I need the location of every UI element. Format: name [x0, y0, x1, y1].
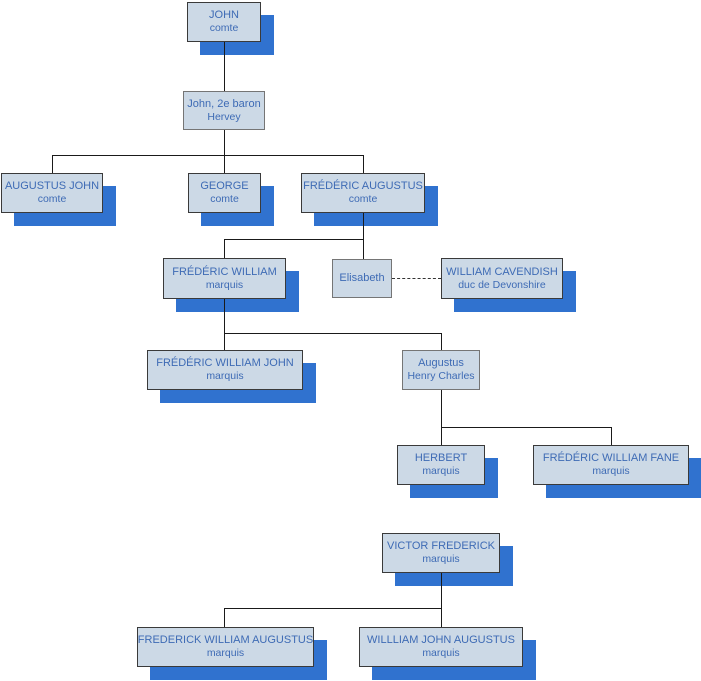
tree-connector-line [441, 333, 442, 350]
person-title: comte [209, 22, 239, 34]
person-name: GEORGE [200, 180, 249, 192]
person-name: FRÉDÉRIC WILLIAM [172, 265, 277, 278]
person-title: marquis [206, 647, 245, 659]
person-name: Augustus [418, 357, 464, 369]
tree-connector-line [441, 427, 442, 445]
person-title: marquis [422, 553, 460, 565]
person-title: duc de Devonshire [458, 278, 546, 291]
tree-connector-line [611, 427, 612, 445]
person-name: AUGUSTUS JOHN [4, 180, 100, 192]
tree-connector-line [441, 427, 611, 428]
tree-connector-line [224, 130, 225, 155]
person-name: FRÉDÉRIC AUGUSTUS [303, 180, 423, 192]
person-name: FRÉDÉRIC WILLIAM JOHN [156, 357, 294, 369]
tree-connector-line [441, 608, 442, 627]
person-title: Hervey [207, 110, 241, 123]
person-title: marquis [206, 370, 244, 382]
person-name: FRÉDÉRIC WILLIAM FANE [542, 452, 680, 464]
person-title: comte [37, 193, 67, 205]
tree-connector-line [224, 42, 225, 92]
tree-connector-line [224, 333, 225, 350]
marriage-dashed-connector [392, 278, 441, 279]
person-title: marquis [422, 647, 460, 659]
tree-connector-line [224, 239, 363, 240]
tree-node-elisabeth: Elisabeth [332, 259, 392, 298]
tree-connector-line [224, 608, 441, 609]
person-name: JOHN [209, 9, 239, 21]
tree-connector-line [441, 573, 442, 608]
person-name: HERBERT [414, 452, 468, 464]
person-title: marquis [205, 278, 244, 291]
person-name: VICTOR FREDERICK [387, 540, 495, 552]
person-name: Elisabeth [339, 272, 385, 284]
tree-connector-line [363, 213, 364, 259]
tree-connector-line [224, 608, 225, 627]
person-title: comte [348, 193, 378, 205]
person-name: WILLIAM CAVENDISH [446, 265, 558, 278]
tree-connector-line [224, 299, 225, 333]
tree-connector-line [224, 155, 225, 173]
tree-connector-line [363, 155, 364, 173]
tree-connector-line [441, 390, 442, 427]
person-title: marquis [592, 465, 630, 477]
person-name: John, 2e baron [187, 97, 261, 110]
tree-connector-line [52, 155, 363, 156]
person-title: marquis [422, 465, 460, 477]
person-name: FREDERICK WILLIAM AUGUSTUS [137, 634, 314, 646]
person-name: WILLLIAM JOHN AUGUSTUS [367, 634, 515, 646]
tree-connector-line [52, 155, 53, 173]
person-title: Henry Charles [407, 370, 475, 382]
tree-connector-line [224, 239, 225, 258]
tree-connector-line [224, 333, 441, 334]
person-title: comte [210, 193, 239, 205]
